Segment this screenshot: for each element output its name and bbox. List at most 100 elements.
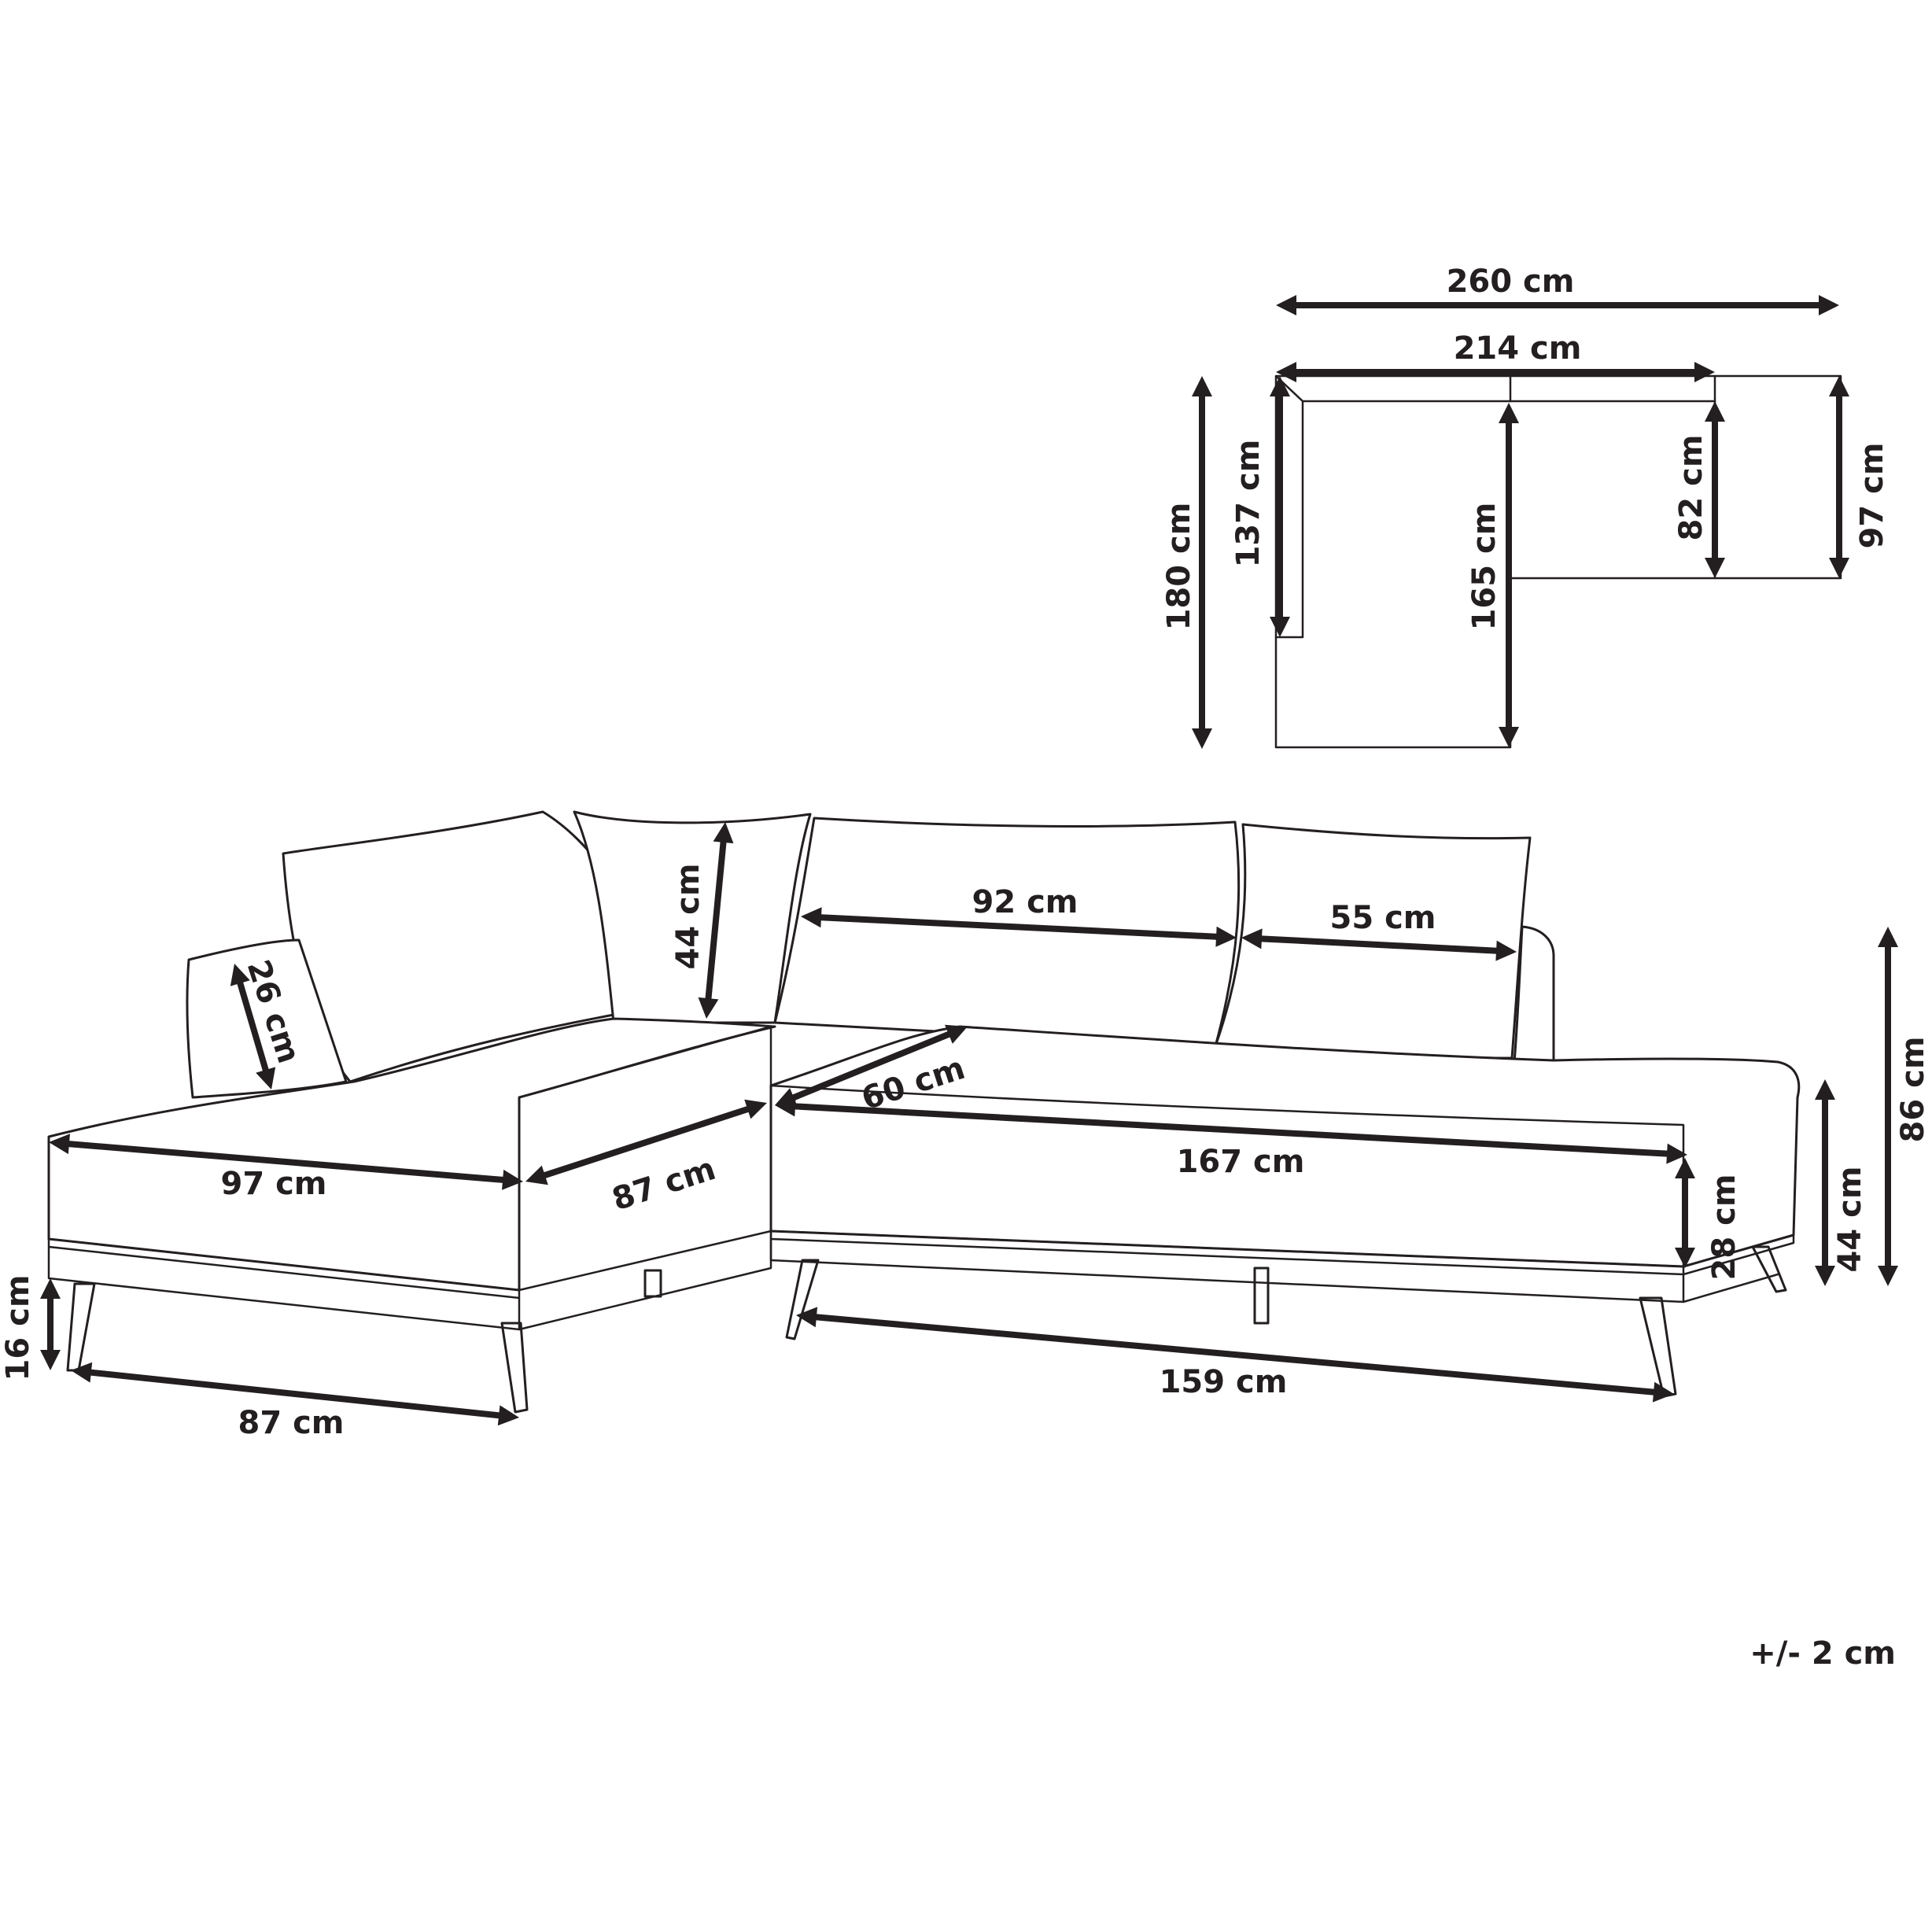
arrow-armrest-height-head (230, 964, 250, 986)
leg (643, 1269, 662, 1298)
arrow-right-leg-span (796, 1307, 1674, 1403)
arrow-cushion-width-large-head (1215, 926, 1237, 947)
arrow-overall-depth-head (1192, 728, 1212, 749)
arrow-right-leg-span-shaft (812, 1313, 1658, 1396)
leg (500, 1322, 529, 1414)
arrow-chaise-length-head (1499, 727, 1519, 747)
arrow-seat-depth (1705, 401, 1725, 578)
arrow-arm-depth-head (1270, 617, 1290, 637)
arrow-total-height (1878, 927, 1898, 1286)
arrow-left-leg-span-shaft (87, 1369, 503, 1419)
label-overall-depth: 180 cm (1161, 503, 1197, 631)
arrow-seat-height-head (1815, 1079, 1835, 1100)
label-left-seat-depth: 87 cm (608, 1151, 721, 1218)
label-seat-height: 44 cm (1832, 1167, 1868, 1273)
arrow-right-seat-length-head (1666, 1143, 1687, 1164)
label-overall-width: 260 cm (1447, 264, 1575, 300)
arrow-seat-height-head (1815, 1266, 1835, 1286)
sofa-drawing (47, 810, 1801, 1414)
arrow-seat-base-height-head (1675, 1248, 1695, 1268)
arrow-cushion-width-large (801, 907, 1237, 947)
label-cushion-width-small: 55 cm (1330, 900, 1436, 936)
label-total-height: 86 cm (1895, 1037, 1931, 1143)
leg (785, 1259, 820, 1340)
arrow-backrest-depth-shaft (788, 1030, 954, 1102)
arrow-seat-depth-head (1705, 401, 1725, 422)
arrow-end-depth-head (1829, 376, 1849, 396)
tolerance-note: +/- 2 cm (1749, 1635, 1896, 1672)
arrow-total-height-head (1878, 1266, 1898, 1286)
arrow-cushion-width-large-head (801, 907, 822, 928)
arrow-left-leg-span-head (71, 1362, 93, 1383)
back-cushion (573, 810, 812, 1024)
left-seat-base (47, 1237, 521, 1331)
label-chaise-length: 165 cm (1466, 503, 1502, 631)
arrow-armrest-height (230, 964, 276, 1090)
arrow-cushion-height-head (713, 822, 734, 844)
label-seat-depth: 82 cm (1673, 435, 1709, 541)
arrow-cushion-width-large-shaft (817, 914, 1221, 940)
arrow-cushion-width-small (1241, 928, 1517, 961)
label-left-leg-span: 87 cm (238, 1405, 345, 1441)
arrow-left-seat-width-head (49, 1134, 70, 1155)
arrow-right-leg-span-head (796, 1307, 818, 1328)
arrow-chaise-length-head (1499, 403, 1519, 423)
arrow-end-depth-head (1829, 558, 1849, 578)
arrow-overall-width-head (1819, 295, 1839, 315)
right-armrest (1513, 925, 1555, 1064)
arrow-right-seat-length-shaft (791, 1103, 1672, 1157)
arrow-overall-depth-head (1192, 376, 1212, 396)
arrow-end-depth (1829, 376, 1849, 578)
arrow-cushion-height (698, 822, 734, 1019)
arrow-total-height-head (1878, 927, 1898, 947)
arrow-backrest-depth-head (945, 1024, 968, 1044)
label-arm-depth: 137 cm (1230, 440, 1266, 568)
arrow-overall-width (1276, 295, 1839, 315)
arrow-arm-depth-head (1270, 376, 1290, 396)
arrow-armrest-height-head (256, 1067, 276, 1090)
label-back-width: 214 cm (1454, 330, 1582, 367)
arrow-leg-height-head (40, 1278, 61, 1299)
arrow-cushion-width-small-head (1241, 928, 1263, 949)
arrow-seat-base-height-head (1675, 1158, 1695, 1178)
right-seat-base (769, 1230, 1795, 1303)
arrow-left-seat-width-head (502, 1169, 523, 1190)
arrow-cushion-height-head (698, 997, 719, 1019)
arrow-back-width (1276, 362, 1715, 382)
arrow-right-seat-length-head (775, 1096, 796, 1117)
arrow-seat-depth-head (1705, 558, 1725, 578)
arrow-left-seat-depth (525, 1099, 767, 1185)
arrow-cushion-width-small-head (1495, 940, 1517, 961)
label-seat-base-height: 28 cm (1706, 1174, 1742, 1281)
arrow-armrest-height-shaft (236, 978, 270, 1075)
arrow-seat-base-height (1675, 1158, 1695, 1268)
arrow-left-seat-width (49, 1134, 523, 1190)
leg (1253, 1266, 1270, 1325)
arrow-right-seat-length (775, 1096, 1687, 1164)
leg (1639, 1296, 1677, 1398)
label-right-seat-length: 167 cm (1177, 1144, 1305, 1180)
arrow-seat-height (1815, 1079, 1835, 1286)
dimension-lines (40, 295, 1898, 1426)
leg (66, 1282, 96, 1372)
label-end-depth: 97 cm (1854, 443, 1890, 549)
arrow-overall-width-head (1276, 295, 1296, 315)
arrow-left-leg-span-head (497, 1405, 519, 1426)
arrow-left-seat-depth-head (744, 1099, 767, 1119)
label-cushion-width-large: 92 cm (972, 884, 1078, 920)
label-cushion-height: 44 cm (670, 864, 706, 970)
plan-view (1274, 374, 1842, 749)
arrow-back-width-head (1694, 362, 1715, 382)
right-seat-front (769, 1084, 1685, 1268)
plan-end-block (1713, 374, 1842, 580)
arrow-left-seat-width-shaft (65, 1140, 507, 1184)
arrow-left-leg-span (71, 1362, 519, 1426)
arrow-chaise-length (1499, 403, 1519, 747)
arrow-left-seat-depth-shaft (540, 1104, 753, 1180)
arrow-back-width-head (1276, 362, 1296, 382)
label-left-seat-width: 97 cm (221, 1166, 327, 1202)
label-right-leg-span: 159 cm (1160, 1364, 1288, 1400)
arrow-cushion-height-shaft (705, 838, 727, 1003)
arrow-arm-depth (1270, 376, 1290, 637)
